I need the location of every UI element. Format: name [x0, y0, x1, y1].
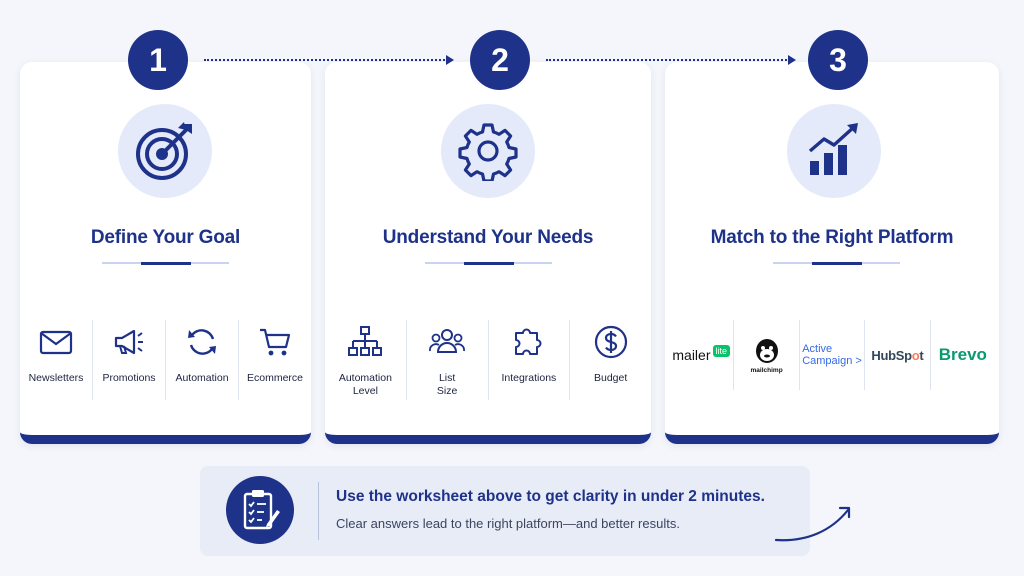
callout-title: Use the worksheet above to get clarity i…: [336, 488, 765, 505]
hierarchy-icon: [348, 326, 383, 356]
mailerlite-badge: lite: [712, 345, 731, 357]
item-label: Newsletters: [28, 372, 84, 384]
need-integrations[interactable]: Integrations: [489, 320, 571, 400]
hubspot-wordmark: HubSpot: [871, 347, 924, 363]
logo-activecampaign[interactable]: Active Campaign >: [800, 320, 866, 390]
mailchimp-wordmark: mailchimp: [750, 367, 783, 374]
need-list-size[interactable]: List Size: [407, 320, 489, 400]
logo-mailchimp[interactable]: mailchimp: [734, 320, 800, 390]
goal-options: Newsletters Promotions Automation: [20, 320, 311, 400]
connector-1-2: [204, 59, 448, 61]
logo-hubspot[interactable]: HubSpot: [865, 320, 931, 390]
step-3-title: Match to the Right Platform: [710, 227, 954, 248]
item-label: List Size: [436, 372, 458, 397]
step-2-card: Understand Your Needs Automation Level: [325, 62, 651, 444]
brevo-wordmark: Brevo: [938, 345, 987, 364]
puzzle-icon: [514, 328, 542, 355]
title-underline: [102, 261, 229, 265]
goal-newsletters[interactable]: Newsletters: [20, 320, 93, 400]
arrowhead-icon: [446, 55, 454, 65]
activecampaign-wordmark: Active Campaign >: [802, 343, 862, 367]
goal-ecommerce[interactable]: Ecommerce: [239, 320, 311, 400]
clipboard-checklist-icon: [226, 476, 294, 544]
step-3-badge: 3: [808, 30, 868, 90]
envelope-icon: [39, 330, 73, 355]
logo-mailerlite[interactable]: mailer lite: [669, 320, 735, 390]
goal-promotions[interactable]: Promotions: [93, 320, 166, 400]
item-label: Promotions: [102, 372, 156, 384]
item-label: Budget: [593, 372, 628, 384]
mailchimp-monkey-icon: [755, 339, 778, 363]
step-2-badge: 2: [470, 30, 530, 90]
connector-2-3: [546, 59, 790, 61]
item-label: Automation Level: [338, 372, 392, 397]
needs-options: Automation Level List Size Integrations: [325, 320, 651, 400]
title-underline: [425, 261, 552, 265]
goal-automation[interactable]: Automation: [166, 320, 239, 400]
item-label: Automation: [175, 372, 229, 384]
arrowhead-icon: [788, 55, 796, 65]
target-icon: [118, 104, 212, 198]
callout-subtitle: Clear answers lead to the right platform…: [336, 516, 680, 531]
step-2-title: Understand Your Needs: [382, 227, 594, 248]
step-1-card: Define Your Goal Newsletters Promotions: [20, 62, 311, 444]
logo-brevo[interactable]: Brevo: [931, 320, 995, 390]
step-1-title: Define Your Goal: [90, 227, 241, 248]
item-label: Integrations: [501, 372, 557, 384]
callout-divider: [318, 482, 319, 540]
need-automation-level[interactable]: Automation Level: [325, 320, 407, 400]
cart-icon: [260, 328, 291, 356]
item-label: Ecommerce: [246, 372, 303, 384]
mailerlite-wordmark: mailer: [672, 347, 711, 363]
need-budget[interactable]: Budget: [570, 320, 651, 400]
title-underline: [773, 261, 900, 265]
refresh-icon: [188, 329, 216, 355]
gear-icon: [441, 104, 535, 198]
growth-chart-icon: [787, 104, 881, 198]
megaphone-icon: [114, 329, 143, 355]
worksheet-callout: Use the worksheet above to get clarity i…: [200, 466, 810, 556]
step-1-badge: 1: [128, 30, 188, 90]
platform-logos: mailer lite mailchimp Active Campaign > …: [669, 320, 995, 390]
step-3-card: Match to the Right Platform mailer lite …: [665, 62, 999, 444]
dollar-icon: [594, 325, 627, 359]
people-icon: [429, 329, 466, 353]
curved-arrow-icon: [774, 506, 851, 542]
